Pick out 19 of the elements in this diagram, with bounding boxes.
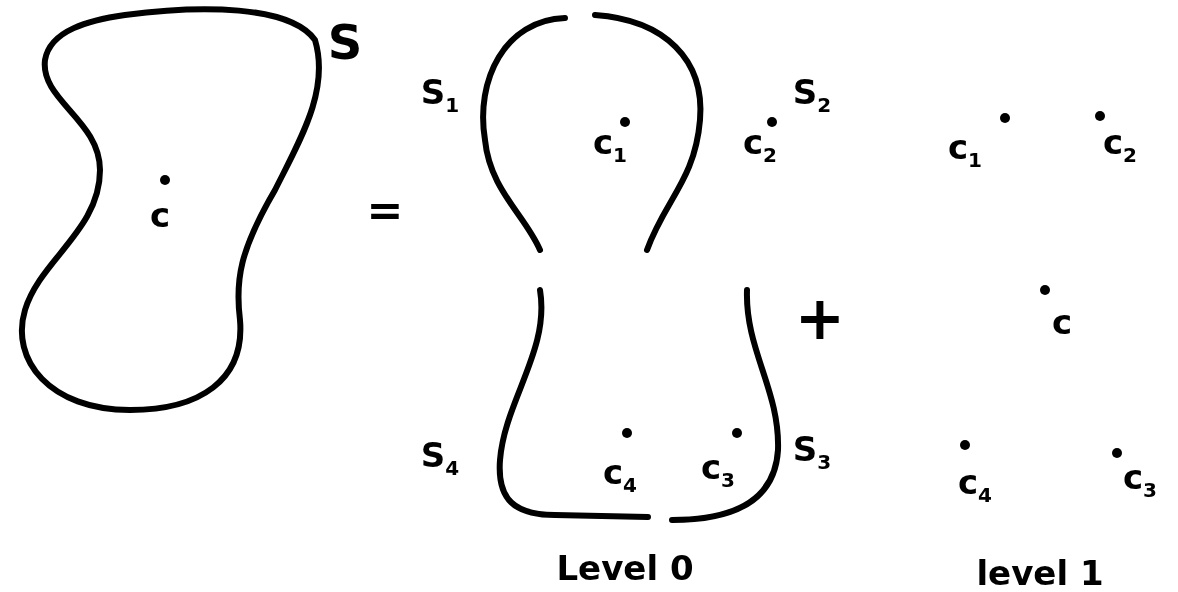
point-label: c$_{2}$ (1102, 125, 1138, 165)
segment-label: S$_{3}$ (792, 432, 832, 472)
segment-label: S$_{2}$ (792, 75, 832, 115)
point-label: c$_{1}$ (947, 130, 983, 170)
point-label: c$_{4}$ (602, 455, 638, 495)
level-caption: Level 0 (556, 551, 694, 585)
point-label: c (149, 198, 171, 232)
point-label: c$_{3}$ (1122, 460, 1158, 500)
point-label: c (1051, 305, 1073, 339)
point-label: c$_{1}$ (592, 125, 628, 165)
segment-label: S$_{4}$ (420, 438, 460, 478)
point-label: c$_{4}$ (957, 465, 993, 505)
point-label: c$_{2}$ (742, 125, 778, 165)
equals-sign: = (366, 188, 404, 232)
plus-sign: + (794, 288, 846, 348)
level-caption: level 1 (976, 556, 1104, 590)
curve-label: S (327, 18, 363, 66)
point-label: c$_{3}$ (700, 450, 736, 490)
segment-label: S$_{1}$ (420, 75, 460, 115)
